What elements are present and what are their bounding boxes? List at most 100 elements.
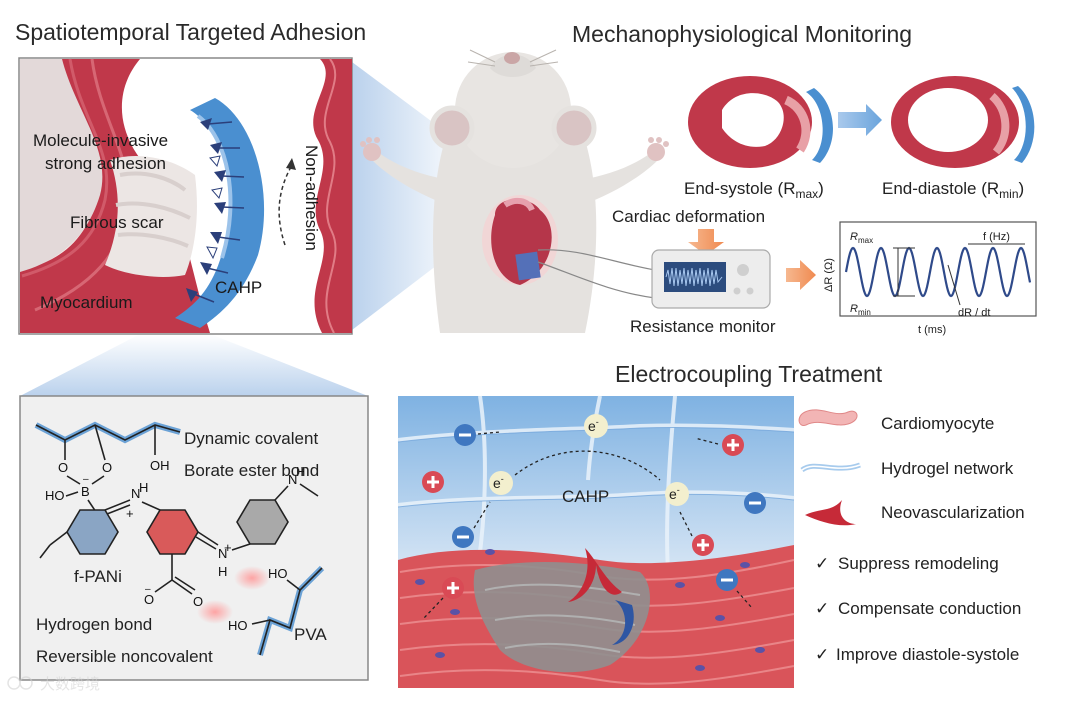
atom-o2: O bbox=[102, 460, 112, 475]
pva-chain-bottom bbox=[259, 567, 323, 656]
rat-heart-vessel bbox=[503, 197, 535, 212]
label-borate-ester: Borate ester bond bbox=[184, 461, 319, 480]
adhesion-panel: Molecule-invasive strong adhesion Fibrou… bbox=[18, 57, 353, 335]
plot-rmax: Rmax bbox=[850, 231, 873, 245]
tissue-stripe-1 bbox=[21, 58, 109, 278]
atom-oh: OH bbox=[150, 458, 170, 473]
anchor-open-2 bbox=[211, 187, 223, 200]
anchor-5 bbox=[210, 232, 222, 244]
h-bond-glow-2 bbox=[197, 600, 233, 624]
legend-label-1: Hydrogel network bbox=[881, 459, 1014, 478]
electron-label-2: e- bbox=[493, 474, 504, 491]
rat-nose bbox=[504, 52, 520, 64]
electron-label-3: e- bbox=[669, 485, 680, 502]
check-icon: ✓ bbox=[815, 645, 829, 664]
resistance-sine-wave bbox=[844, 246, 1032, 298]
rat-arm-left bbox=[372, 152, 450, 205]
anchor-stems bbox=[193, 121, 245, 303]
label-pva: PVA bbox=[294, 625, 327, 644]
anchor-group bbox=[186, 118, 226, 302]
benefit-1: Compensate conduction bbox=[838, 599, 1021, 618]
rat-head bbox=[455, 52, 571, 168]
plot-frame bbox=[839, 221, 1037, 317]
label-non-adhesion: Non-adhesion bbox=[302, 145, 321, 251]
charge-plus-2: + bbox=[224, 540, 232, 555]
atom-h3: H bbox=[296, 464, 305, 479]
charge-minus-b: – bbox=[83, 474, 89, 485]
benefits-list: ✓ Suppress remodeling ✓ Compensate condu… bbox=[815, 554, 1021, 664]
zoom-cone-down bbox=[20, 334, 368, 396]
atom-n3: N bbox=[288, 472, 297, 487]
legend-label-2: Neovascularization bbox=[881, 503, 1025, 522]
cahp-hydrogel bbox=[175, 98, 265, 328]
atom-n2: N bbox=[218, 546, 227, 561]
anchor-7 bbox=[186, 288, 198, 302]
watermark: 大数跨境 bbox=[7, 675, 100, 693]
legend: Cardiomyocyte Hydrogel network Neovascul… bbox=[798, 409, 1025, 526]
label-fibrous-scar: Fibrous scar bbox=[70, 213, 164, 232]
atom-b: B bbox=[81, 484, 90, 499]
fibrous-scar bbox=[105, 155, 197, 277]
charge-plus-1: + bbox=[126, 506, 134, 521]
atom-ho: HO bbox=[45, 488, 65, 503]
atom-o3: O bbox=[144, 592, 154, 607]
label-f-pani: f-PANi bbox=[74, 567, 122, 586]
label-cardiac-deformation: Cardiac deformation bbox=[612, 207, 765, 226]
check-icon: ✓ bbox=[815, 554, 829, 573]
rat-device-patch bbox=[515, 251, 541, 281]
right-tissue bbox=[313, 59, 352, 333]
legend-neovascularization-icon bbox=[805, 500, 856, 526]
label-dynamic-covalent: Dynamic covalent bbox=[184, 429, 318, 448]
monitoring-panel: End-systole (Rmax) End-diastole (Rmin) C… bbox=[612, 76, 1037, 336]
ring-2 bbox=[146, 509, 199, 555]
rat-paws bbox=[360, 137, 669, 161]
benefit-2: Improve diastole-systole bbox=[836, 645, 1019, 664]
anchor-6 bbox=[200, 262, 212, 275]
label-cahp-adhesion: CAHP bbox=[215, 278, 262, 297]
benefit-0: Suppress remodeling bbox=[838, 554, 999, 573]
title-monitoring: Mechanophysiological Monitoring bbox=[572, 21, 912, 47]
rat-arm-right bbox=[580, 152, 658, 205]
plot-xlabel: t (ms) bbox=[918, 324, 946, 336]
anchor-open-group bbox=[206, 155, 223, 260]
electron-label-1: e- bbox=[588, 417, 599, 434]
rat-ear-right bbox=[551, 105, 597, 151]
label-myocardium: Myocardium bbox=[40, 293, 133, 312]
vessel-blue bbox=[612, 600, 634, 645]
charges bbox=[422, 424, 766, 599]
anchor-1 bbox=[200, 118, 212, 130]
pva-chain-top bbox=[35, 424, 181, 441]
rat-illustration bbox=[360, 49, 669, 333]
label-hydrogen-bond: Hydrogen bond bbox=[36, 615, 152, 634]
anchor-4 bbox=[214, 202, 226, 214]
scar-fibers bbox=[115, 171, 191, 248]
anchor-open-3 bbox=[206, 246, 218, 260]
legend-cardiomyocyte-icon bbox=[798, 409, 858, 426]
chemistry-panel: O O OH B – HO N H + N + H N H O bbox=[19, 395, 369, 681]
charge-arrows bbox=[423, 431, 753, 619]
right-tissue-highlight bbox=[323, 58, 337, 334]
atom-o1: O bbox=[58, 460, 68, 475]
label-strong-adhesion: strong adhesion bbox=[45, 154, 166, 173]
heart-diastole bbox=[891, 76, 1035, 168]
plot-ylabel: ΔR (Ω) bbox=[823, 258, 835, 292]
title-adhesion: Spatiotemporal Targeted Adhesion bbox=[15, 19, 366, 45]
plot-rmin: Rmin bbox=[850, 303, 871, 317]
anchor-2 bbox=[210, 142, 222, 154]
anchor-open-1 bbox=[209, 155, 221, 168]
treatment-panel: e- e- e- CAHP bbox=[397, 395, 795, 688]
cardiomyocyte-layer bbox=[398, 545, 795, 688]
anchor-3 bbox=[214, 170, 226, 182]
cell-nuclei bbox=[415, 549, 765, 671]
label-cahp-treatment: CAHP bbox=[562, 487, 609, 506]
charge-minus-o: – bbox=[145, 584, 151, 595]
title-treatment: Electrocoupling Treatment bbox=[615, 361, 883, 387]
atom-o4: O bbox=[193, 594, 203, 609]
atom-n1: N bbox=[131, 486, 140, 501]
atom-ho-2: HO bbox=[268, 566, 288, 581]
resistance-monitor-device bbox=[651, 249, 771, 309]
monitor-to-plot-arrow bbox=[786, 260, 816, 290]
non-adhesion-arrowhead bbox=[286, 158, 296, 170]
